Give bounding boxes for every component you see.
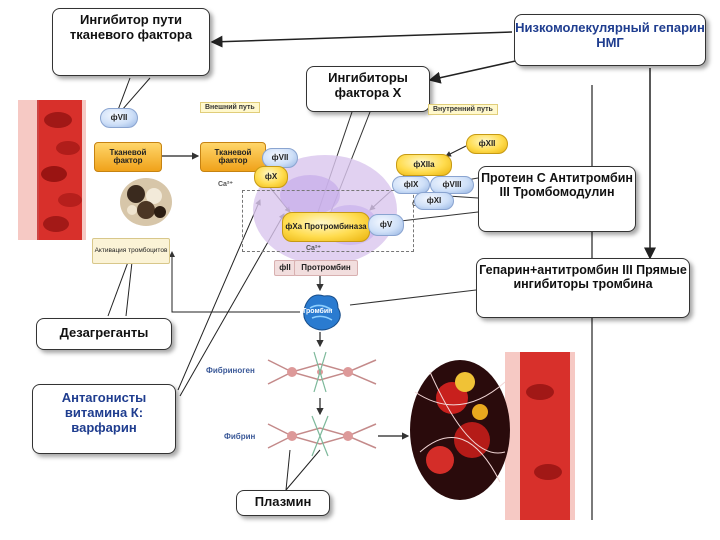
prothrombin-label: Протромбин (294, 260, 358, 276)
fibrinogen-label: Фибриноген (206, 366, 255, 375)
extrinsic-pathway-label: Внешний путь (200, 102, 260, 113)
callout-heparin-antithrombin: Гепарин+антитромбин III Прямые ингибитор… (476, 258, 690, 318)
tissue-factor-left: Тканевой фактор (94, 142, 162, 172)
thrombin-label: Тромбин (302, 308, 333, 315)
fibrinogen-molecule-image (267, 351, 377, 393)
factor-vii-top: фVII (100, 108, 138, 128)
clot-vessel-image (410, 352, 575, 520)
calcium-label-1: Ca²⁺ (218, 181, 233, 188)
callout-lmwh: Низкомолекулярный гепарин НМГ (514, 14, 706, 66)
callout-disaggregants: Дезагреганты (36, 318, 172, 350)
callout-vitamin-k-antagonists: Антагонисты витамина К: варфарин (32, 384, 176, 454)
prothrombinase-frame (242, 190, 414, 252)
platelet-activation-label: Активация тромбоцитов (92, 238, 170, 264)
platelet-aggregate-image (120, 178, 172, 226)
callout-tissue-factor-inhibitor: Ингибитор пути тканевого фактора (52, 8, 210, 76)
callout-factor-x-inhibitors: Ингибиторы фактора Х (306, 66, 430, 112)
factor-ii: фII (274, 260, 296, 276)
fibrin-label: Фибрин (224, 432, 256, 441)
factor-vii: фVII (262, 148, 298, 168)
factor-xiia: фXIIa (396, 154, 452, 176)
factor-viii: фVIII (430, 176, 474, 194)
factor-xii: фXII (466, 134, 508, 154)
callout-plasmin: Плазмин (236, 490, 330, 516)
fibrin-molecule-image (267, 415, 377, 457)
intrinsic-pathway-label: Внутренний путь (428, 104, 498, 115)
thrombin-molecule-icon (303, 294, 341, 331)
factor-v: фV (368, 214, 404, 236)
blood-vessel-left (18, 100, 86, 240)
factor-xa-prothrombinase: фXa Протромбиназа (282, 212, 370, 242)
tissue-factor-membrane: Тканевой фактор (200, 142, 266, 172)
factor-xi: фXI (414, 192, 454, 210)
calcium-label-3: Ca²⁺ (306, 245, 321, 252)
factor-ix: фIX (392, 176, 430, 194)
factor-x: фX (254, 166, 288, 188)
callout-protein-c: Протеин С Антитромбин III Тромбомодулин (478, 166, 636, 232)
